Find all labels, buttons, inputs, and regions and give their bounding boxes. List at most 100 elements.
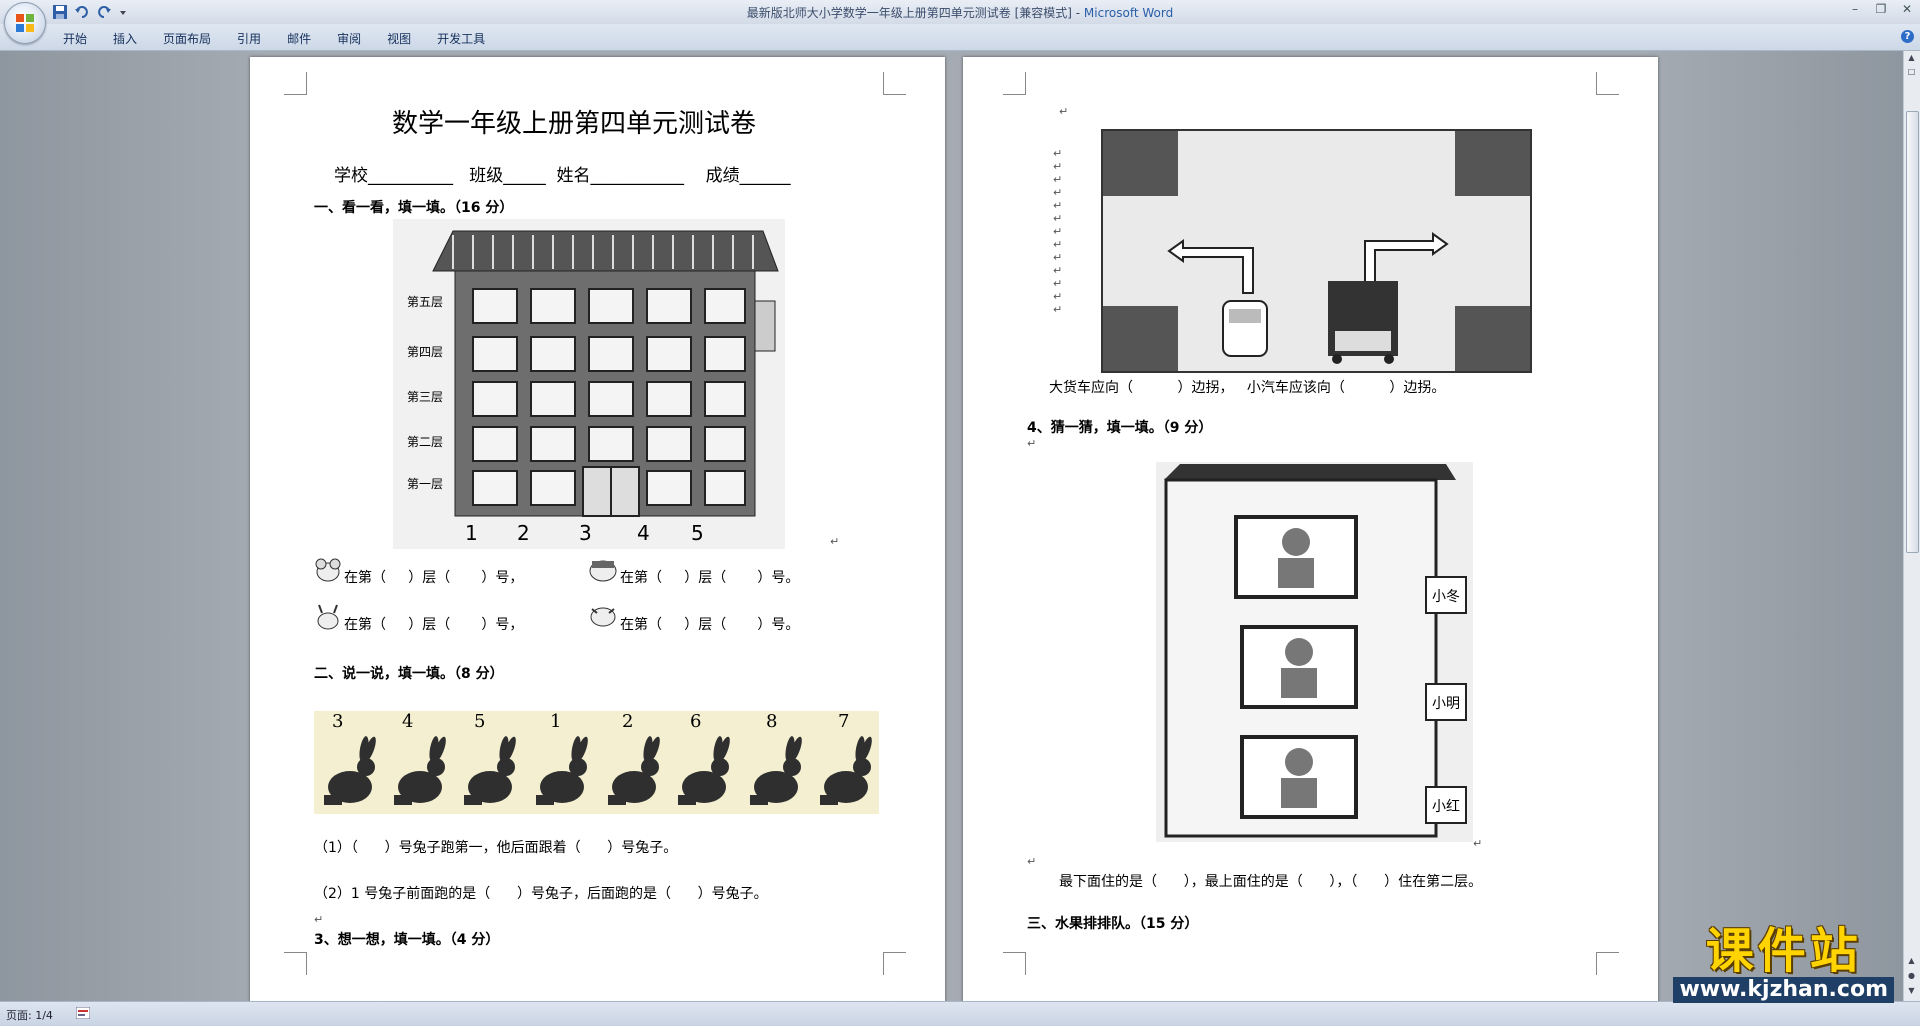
rabbit-number: 3	[332, 711, 344, 732]
margin-corner-mark	[1596, 952, 1619, 975]
watermark-logo: 课件站 www.kjzhan.com	[1673, 925, 1894, 1003]
rabbit-race-illustration: 3 4 5 1 2 6 8 7	[314, 711, 879, 814]
paragraph-mark: ↵	[1059, 105, 1069, 118]
fill-line-1a: 在第（ ）层（ ）号，	[344, 570, 524, 586]
tab-home[interactable]: 开始	[63, 32, 88, 46]
ribbon-tab-bar: 开始 插入 页面布局 引用 邮件 审阅 视图 开发工具 ?	[0, 24, 1920, 51]
floor-label-4: 第四层	[407, 345, 444, 359]
watermark-brand: 课件站	[1705, 923, 1862, 979]
watermark-url: www.kjzhan.com	[1673, 977, 1894, 1003]
column-number-4: 4	[637, 521, 650, 545]
quick-access-toolbar	[52, 3, 134, 21]
deer-icon	[317, 604, 339, 630]
paragraph-mark: ↵	[1473, 837, 1483, 850]
rabbit-number: 8	[766, 711, 778, 732]
redo-icon[interactable]	[96, 4, 112, 20]
floor-label-3: 第三层	[407, 390, 444, 404]
rabbit-number: 4	[402, 711, 414, 732]
tab-review[interactable]: 审阅	[337, 32, 362, 46]
column-number-2: 2	[517, 521, 530, 545]
fill-line-1b: 在第（ ）层（ ）号。	[620, 570, 800, 586]
name-label-xiaohong: 小红	[1432, 799, 1460, 815]
save-icon[interactable]	[52, 4, 68, 20]
cow-icon	[590, 607, 616, 627]
window-title: 最新版北师大小学数学一年级上册第四单元测试卷 [兼容模式] - Microsof…	[0, 4, 1920, 21]
title-bar: 最新版北师大小学数学一年级上册第四单元测试卷 [兼容模式] - Microsof…	[0, 0, 1920, 44]
floor-label-2: 第二层	[407, 435, 444, 449]
floor-label-1: 第一层	[407, 477, 444, 491]
previous-page-icon[interactable]: ▲	[1908, 956, 1915, 965]
apartment-drawing	[1164, 464, 1467, 838]
column-number-1: 1	[465, 521, 478, 545]
tab-page-layout[interactable]: 页面布局	[163, 32, 212, 46]
section-three-heading: 三、水果排排队。（15 分）	[1027, 916, 1199, 932]
intersection-drawing	[1103, 131, 1530, 371]
name-label-xiaodong: 小冬	[1432, 589, 1460, 605]
mouse-icon	[315, 558, 341, 582]
document-title: 最新版北师大小学数学一年级上册第四单元测试卷 [兼容模式] -	[746, 6, 1084, 20]
tab-developer[interactable]: 开发工具	[437, 32, 486, 46]
truck-car-question: 大货车应向（ ）边拐， 小汽车应该向（ ）边拐。	[1049, 380, 1446, 396]
floor-label-5: 第五层	[407, 295, 444, 309]
student-info-line: 学校__________ 班级_____ 姓名___________ 成绩___…	[334, 166, 791, 186]
tab-references[interactable]: 引用	[237, 32, 262, 46]
section-1-heading: 一、看一看，填一填。（16 分）	[314, 200, 514, 216]
ruler-toggle-icon[interactable]: □	[1907, 67, 1916, 76]
scroll-up-icon[interactable]: ▲	[1908, 53, 1915, 62]
vertical-scrollbar[interactable]: ▲ □ ▲ ● ▼	[1903, 51, 1920, 1001]
rabbit-number: 2	[622, 711, 634, 732]
document-workspace: 数学一年级上册第四单元测试卷 学校__________ 班级_____ 姓名__…	[0, 51, 1904, 1001]
help-icon[interactable]: ?	[1901, 30, 1914, 43]
browse-object-icon[interactable]: ●	[1908, 971, 1915, 980]
section-3-heading: 3、想一想，填一填。（4 分）	[314, 932, 500, 948]
paragraph-mark: ↵	[1027, 855, 1037, 868]
building-illustration: 第五层 第四层 第三层 第二层 第一层 1 2 3 4 5	[393, 219, 785, 549]
question-2-1: （1）（ ）号兔子跑第一，他后面跟着（ ）号兔子。	[314, 840, 678, 856]
document-page-2[interactable]: ↵ ↵↵↵↵↵↵↵↵↵↵↵↵↵ 大货车应向（ ）边拐， 小汽车应该向（ ）边拐。…	[963, 57, 1658, 1001]
scrollbar-thumb[interactable]	[1906, 111, 1919, 553]
minimize-icon[interactable]: –	[1852, 2, 1858, 16]
paragraph-mark: ↵	[314, 913, 324, 926]
rabbits-drawing	[324, 736, 872, 805]
question-2-2: （2）1 号兔子前面跑的是（ ）号兔子，后面跑的是（ ）号兔子。	[314, 886, 768, 902]
sheep-icon	[589, 560, 617, 582]
column-number-5: 5	[691, 521, 704, 545]
margin-corner-mark	[1596, 72, 1619, 95]
page-count-status[interactable]: 页面: 1/4	[6, 1009, 53, 1022]
proofing-status-icon[interactable]	[76, 1007, 90, 1019]
apartment-question: 最下面住的是（ ），最上面住的是（ ），（ ）住在第二层。	[1059, 874, 1483, 890]
office-logo-icon	[16, 14, 34, 32]
margin-corner-mark	[1003, 72, 1026, 95]
document-page-1[interactable]: 数学一年级上册第四单元测试卷 学校__________ 班级_____ 姓名__…	[250, 57, 945, 1001]
tab-insert[interactable]: 插入	[113, 32, 138, 46]
margin-corner-mark	[284, 952, 307, 975]
status-bar: 页面: 1/4	[0, 1001, 1920, 1026]
close-icon[interactable]: ✕	[1901, 2, 1913, 16]
margin-corner-mark	[883, 952, 906, 975]
car-shape	[1222, 300, 1268, 357]
section-4-heading: 4、猜一猜，填一填。（9 分）	[1027, 420, 1213, 436]
section-2-heading: 二、说一说，填一填。（8 分）	[314, 666, 504, 682]
rabbit-number: 7	[838, 711, 850, 732]
office-button[interactable]	[4, 2, 46, 44]
fill-line-2b: 在第（ ）层（ ）号。	[620, 617, 800, 633]
app-name: Microsoft Word	[1083, 6, 1174, 20]
apartment-illustration: 小冬 小明 小红	[1156, 462, 1473, 842]
margin-corner-mark	[883, 72, 906, 95]
name-label-xiaoming: 小明	[1432, 696, 1460, 712]
undo-icon[interactable]	[74, 4, 90, 20]
rabbit-number: 5	[474, 711, 486, 732]
next-page-icon[interactable]: ▼	[1908, 986, 1915, 995]
tab-view[interactable]: 视图	[387, 32, 412, 46]
exam-title: 数学一年级上册第四单元测试卷	[392, 109, 757, 139]
tab-mailings[interactable]: 邮件	[287, 32, 312, 46]
rabbit-number: 1	[550, 711, 562, 732]
restore-icon[interactable]: ❐	[1875, 2, 1887, 16]
margin-corner-mark	[284, 72, 307, 95]
customize-toolbar-icon[interactable]	[118, 4, 134, 20]
rabbit-number: 6	[690, 711, 702, 732]
fill-line-2a: 在第（ ）层（ ）号，	[344, 617, 524, 633]
paragraph-mark: ↵	[1027, 437, 1037, 450]
window-controls: – ❐ ✕	[1842, 0, 1920, 20]
paragraph-mark: ↵	[830, 535, 840, 548]
